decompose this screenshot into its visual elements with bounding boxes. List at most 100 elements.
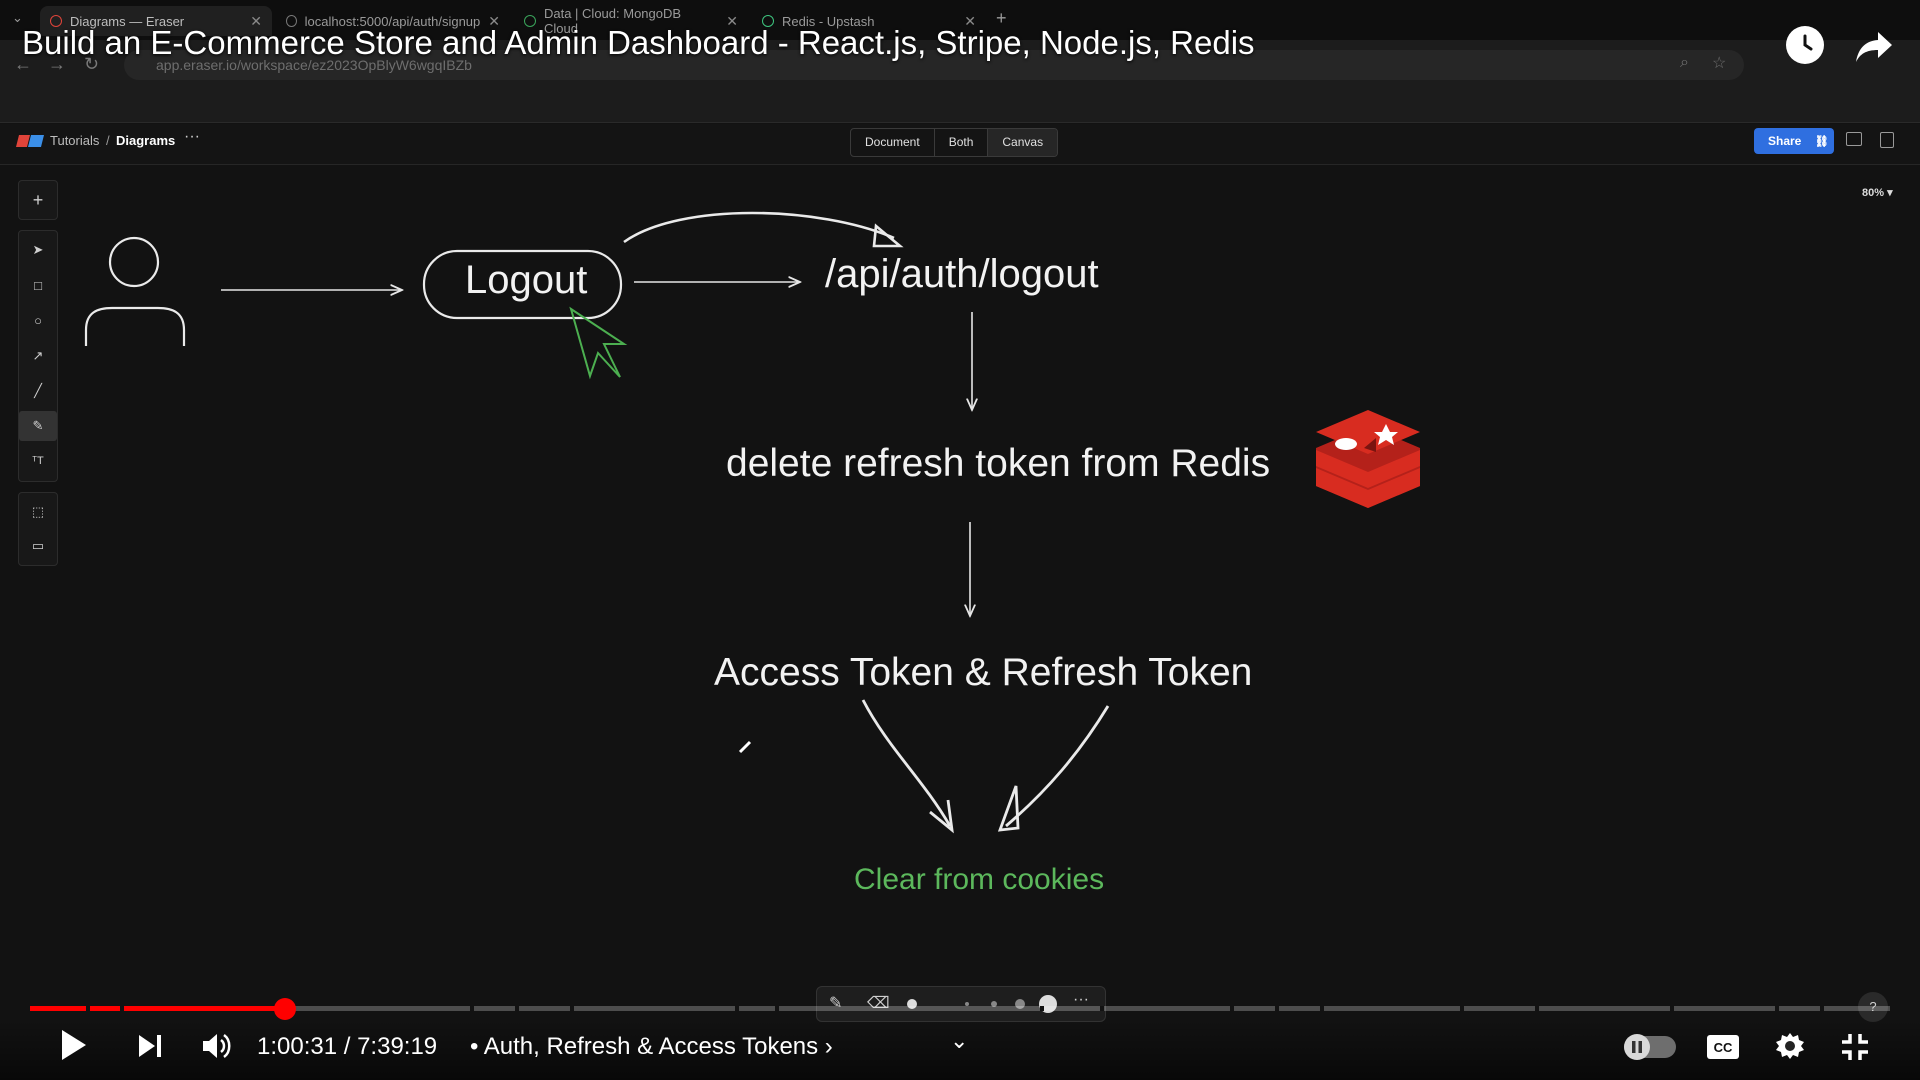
view-canvas-button[interactable]: Canvas [988,129,1058,156]
chapter-gap [735,1006,739,1011]
pen-cursor-icon [738,740,752,754]
volume-icon[interactable] [200,1030,234,1067]
zoom-level[interactable]: 80% ▾ [1862,187,1893,199]
close-icon[interactable]: ✕ [964,12,976,29]
chapter-gap [120,1006,124,1011]
settings-gear-icon[interactable] [1774,1030,1806,1067]
redis-logo-icon [1316,410,1420,508]
more-options-button[interactable]: ··· [184,128,200,145]
browser-tab[interactable]: Diagrams — Eraser ✕ [40,6,272,36]
browser-tab[interactable]: Data | Cloud: MongoDB Cloud ✕ [514,6,748,36]
view-both-button[interactable]: Both [935,129,989,156]
new-tab-button[interactable]: + [996,8,1007,28]
eraser-logo-icon[interactable] [16,134,44,148]
add-icon[interactable]: + [32,190,44,210]
breadcrumb-diagrams[interactable]: Diagrams [116,133,176,148]
text-tool-icon[interactable]: ᵀT [32,455,44,467]
logout-label: Logout [465,258,588,302]
player-controls [0,1020,1920,1080]
close-icon[interactable]: ✕ [250,12,262,29]
close-icon[interactable]: ✕ [488,12,500,29]
progress-fill [30,1006,285,1011]
chapter-gap [1775,1006,1779,1011]
progress-track[interactable] [30,1006,1890,1011]
captions-icon[interactable]: CC [1706,1034,1740,1065]
close-icon[interactable]: ✕ [726,12,738,29]
color-dot-icon[interactable] [907,999,917,1009]
pen-tool-icon[interactable]: ✎ [19,411,57,441]
help-button[interactable]: ? [1858,992,1888,1022]
chapter-gap [1820,1006,1824,1011]
upstash-icon [762,15,774,27]
chapter-gap [1275,1006,1279,1011]
bookmark-star-icon[interactable]: ☆ [1712,55,1727,72]
pen-icon[interactable]: ✎ [829,995,843,1012]
tokens-label: Access Token & Refresh Token [714,651,1253,694]
size-large-icon[interactable] [1015,999,1025,1009]
add-toolbar: + [18,180,58,220]
zoom-icon[interactable]: ⌕ [1680,54,1689,71]
breadcrumb-tutorials[interactable]: Tutorials [50,133,100,148]
size-medium-icon[interactable] [991,1001,997,1007]
tab-label: Redis - Upstash [782,13,875,29]
forward-icon[interactable]: → [48,54,66,74]
reload-icon[interactable]: ↻ [84,54,100,74]
chapter-gap [1460,1006,1464,1011]
endpoint-label: /api/auth/logout [825,252,1099,296]
chapter-title[interactable]: • Auth, Refresh & Access Tokens › [470,1033,833,1060]
mongodb-leaf-icon [524,15,536,27]
logout-node [422,249,623,320]
chevron-down-icon[interactable]: ⌄ [950,1028,969,1053]
ellipse-icon[interactable]: ○ [34,313,42,328]
back-icon[interactable]: ← [14,54,32,74]
browser-tab[interactable]: Redis - Upstash ✕ [752,6,986,36]
exit-fullscreen-icon[interactable] [1840,1032,1870,1067]
comment-icon[interactable] [1846,132,1862,146]
share-button-label: Share [1768,134,1802,148]
watch-later-clock-icon[interactable] [1786,26,1824,64]
user-icon [84,236,186,346]
extra-tools: ⬚ ▭ [18,492,58,566]
view-toggle: Document Both Canvas [850,128,1059,157]
rectangle-icon[interactable]: □ [34,278,42,293]
arrow-right-to-cookies [1005,705,1110,828]
arrow-left-to-cookies [861,699,952,827]
eraser-icon[interactable]: ⌫ [867,995,890,1012]
svg-text:CC: CC [1714,1040,1733,1055]
clear-cookies-label: Clear from cookies [854,863,1105,896]
chapter-gap [1535,1006,1539,1011]
chapter-gap [1320,1006,1324,1011]
diagram-canvas[interactable] [0,164,1920,984]
select-pointer-icon[interactable]: ➤ [32,242,44,257]
play-icon[interactable] [58,1028,88,1067]
browser-tab-bar: Diagrams — Eraser ✕ localhost:5000/api/a… [0,0,1920,40]
chapter-gap [86,1006,90,1011]
tab-label: localhost:5000/api/auth/signup [304,13,481,29]
next-icon[interactable] [136,1032,164,1065]
share-arrow-icon[interactable] [1852,28,1896,66]
link-icon: ⛓ [1814,136,1829,148]
time-display: 1:00:31 / 7:39:19 [257,1033,438,1060]
panel-toggle-icon[interactable] [1880,132,1894,148]
autoplay-pause-icon[interactable] [1624,1034,1650,1060]
chapter-gap [515,1006,519,1011]
browser-tab[interactable]: localhost:5000/api/auth/signup ✕ [276,6,510,36]
more-icon[interactable]: ··· [1073,991,1089,1008]
sticky-note-icon[interactable]: ▭ [31,538,45,553]
size-small-icon[interactable] [965,1002,969,1006]
tab-search-chevron-icon[interactable]: ⌄ [12,10,23,25]
arrow-tool-icon[interactable]: ↗ [32,348,44,363]
view-document-button[interactable]: Document [851,129,935,156]
scrubber-handle[interactable] [273,998,296,1020]
tab-label: Data | Cloud: MongoDB Cloud [543,6,682,36]
video-title[interactable]: Build an E-Commerce Store and Admin Dash… [22,24,1255,61]
share-button[interactable]: Share ⛓ [1754,128,1834,154]
chapter-gap [1670,1006,1674,1011]
line-tool-icon[interactable]: ╱ [34,383,42,398]
frame-select-icon[interactable]: ⬚ [31,504,45,519]
chapter-gap [470,1006,474,1011]
chapter-gap [775,1006,779,1011]
curved-arrow [623,211,895,244]
address-bar[interactable]: app.eraser.io/workspace/ez2023OpBlyW6wgq… [124,50,1744,80]
drawing-tools: ➤ □ ○ ↗ ╱ ✎ ᵀT [18,230,58,482]
